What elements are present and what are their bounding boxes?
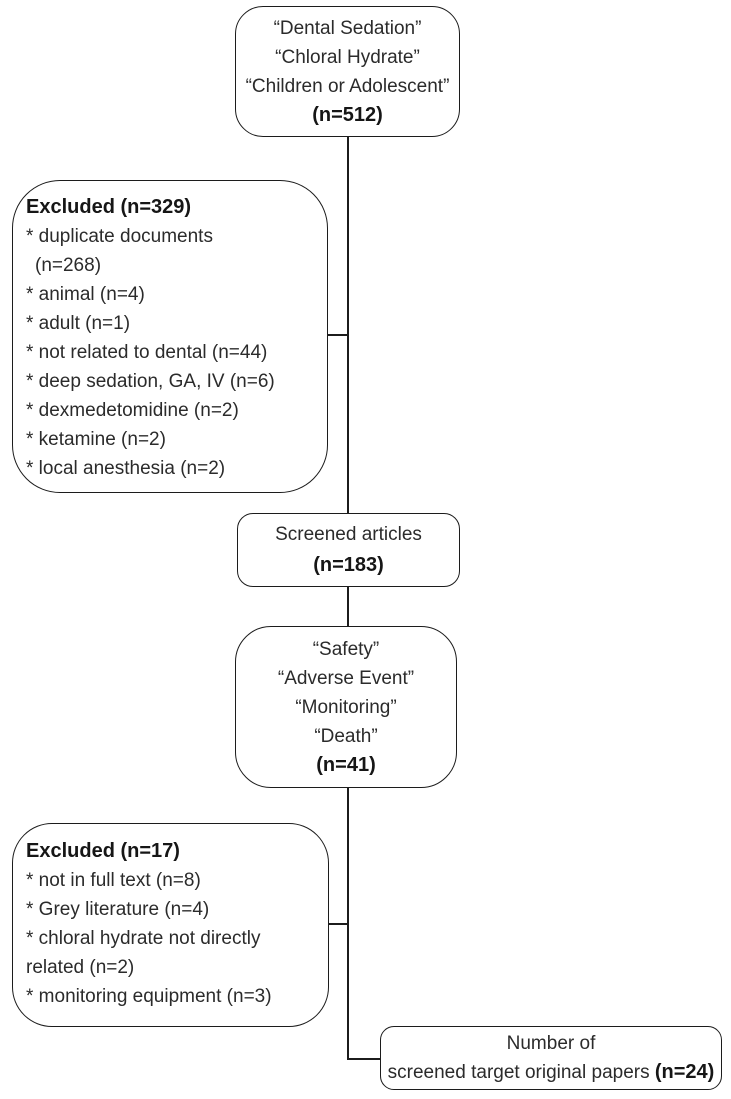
excluded-first-item: * ketamine (n=2)	[26, 429, 166, 450]
excluded-first-item-continuation: (n=268)	[35, 255, 102, 276]
excluded-second-item-continuation: related (n=2)	[26, 957, 135, 978]
screened-articles-label: Screened articles	[275, 524, 422, 545]
initial-search-term-1: “Dental Sedation”	[273, 17, 422, 39]
screened-articles-count: (n=183)	[313, 554, 384, 576]
keyword-term-1: “Safety”	[312, 638, 380, 660]
keyword-filter-box: “Safety” “Adverse Event” “Monitoring” “D…	[235, 626, 457, 788]
screened-articles-box: Screened articles (n=183)	[237, 513, 460, 587]
connector-final-elbow	[347, 1058, 381, 1060]
excluded-first-item: * not related to dental (n=44)	[26, 342, 268, 363]
initial-search-box: “Dental Sedation” “Chloral Hydrate” “Chi…	[235, 6, 460, 137]
excluded-first-item: * duplicate documents	[26, 226, 213, 247]
excluded-second-box: Excluded (n=17) * not in full text (n=8)…	[12, 823, 329, 1027]
excluded-first-item: * deep sedation, GA, IV (n=6)	[26, 371, 275, 392]
final-papers-label: screened target original papers	[387, 1062, 650, 1083]
excluded-first-item: * local anesthesia (n=2)	[26, 458, 226, 479]
excluded-first-header: Excluded (n=329)	[26, 196, 192, 218]
initial-search-term-2: “Chloral Hydrate”	[275, 46, 420, 68]
excluded-first-item: * dexmedetomidine (n=2)	[26, 400, 239, 421]
keyword-filter-count: (n=41)	[316, 753, 376, 776]
keyword-term-4: “Death”	[314, 725, 378, 747]
final-papers-count: (n=24)	[654, 1061, 715, 1083]
connector-screened-to-keywords	[347, 586, 349, 627]
connector-excluded-first-branch	[327, 334, 348, 336]
connector-initial-to-screened	[347, 136, 349, 514]
initial-search-count: (n=512)	[312, 103, 383, 126]
final-papers-line2: screened target original papers (n=24)	[388, 1058, 715, 1087]
final-papers-line1: Number of	[506, 1033, 596, 1054]
connector-excluded-second-branch	[328, 923, 348, 925]
excluded-second-item: * not in full text (n=8)	[26, 870, 201, 891]
excluded-second-header: Excluded (n=17)	[26, 840, 180, 862]
excluded-second-item: * monitoring equipment (n=3)	[26, 986, 272, 1007]
excluded-first-item: * adult (n=1)	[26, 313, 131, 334]
excluded-second-item: * Grey literature (n=4)	[26, 899, 210, 920]
initial-search-term-3: “Children or Adolescent”	[245, 75, 450, 97]
excluded-second-item: * chloral hydrate not directly	[26, 928, 261, 949]
excluded-first-box: Excluded (n=329) * duplicate documents (…	[12, 180, 328, 493]
keyword-term-3: “Monitoring”	[295, 696, 397, 718]
excluded-first-item: * animal (n=4)	[26, 284, 145, 305]
keyword-term-2: “Adverse Event”	[277, 667, 415, 689]
final-papers-box: Number of screened target original paper…	[380, 1026, 722, 1090]
